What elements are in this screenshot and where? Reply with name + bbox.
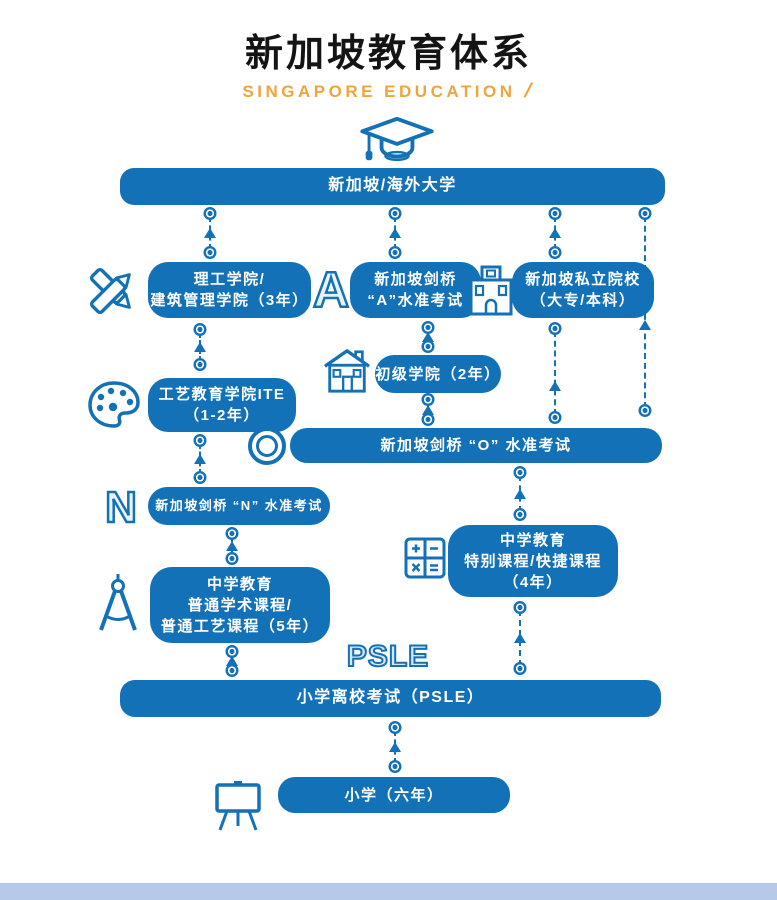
box-private-college: 新加坡私立院校 （大专/本科） (512, 262, 654, 318)
palette-icon (86, 380, 142, 435)
connector-o-level-to-private-college (548, 322, 562, 424)
box-a-level-line2: “A”水准考试 (367, 292, 464, 309)
psle-label-text: PSLE (347, 640, 429, 673)
box-private-college-line2: （大专/本科） (530, 292, 636, 309)
box-secondary-express-line1: 中学教育 (499, 531, 566, 549)
connector-a-level-to-university (388, 207, 402, 259)
connector-o-level-to-university (638, 207, 652, 417)
connector-o-level-to-junior-college (421, 393, 435, 426)
psle-label: PSLE (338, 638, 438, 679)
connector-n-level-to-ite (193, 434, 207, 484)
box-university-label: 新加坡/海外大学 (328, 177, 457, 195)
easel-icon (213, 779, 263, 838)
box-secondary-normal-line1: 中学教育 (206, 575, 273, 593)
box-a-level: 新加坡剑桥 “A”水准考试 (350, 262, 481, 318)
connector-ite-to-polytechnic (193, 323, 207, 371)
box-ite: 工艺教育学院ITE （1-2年） (148, 378, 296, 432)
connector-psle-to-secondary-express (513, 601, 527, 675)
box-junior-college-label: 初级学院（2年） (375, 365, 501, 383)
box-primary-school-label: 小学（六年） (344, 786, 444, 804)
letter-n-icon: N (97, 482, 145, 534)
box-secondary-normal: 中学教育 普通学术课程/ 普通工艺课程（5年） (150, 567, 330, 643)
subtitle-slash-decoration: / (522, 80, 539, 102)
page-title: 新加坡教育体系 (244, 30, 532, 75)
crossed-pencils-icon (84, 262, 142, 325)
drafting-compass-icon (92, 572, 144, 641)
house-icon (323, 347, 371, 400)
box-polytechnic-line2: 建筑管理学院（3年） (150, 292, 309, 309)
footer-bar-decoration (0, 883, 777, 900)
connector-secondary-express-to-o-level (513, 466, 527, 521)
graduation-cap-icon (358, 114, 436, 173)
box-university: 新加坡/海外大学 (120, 168, 665, 205)
box-secondary-normal-line2: 普通学术课程/ (187, 596, 293, 614)
box-private-college-line1: 新加坡私立院校 (525, 271, 641, 288)
connector-polytechnic-to-university (203, 207, 217, 259)
box-primary-school: 小学（六年） (278, 777, 510, 813)
box-n-level-label: 新加坡剑桥 “N” 水准考试 (155, 497, 323, 513)
box-psle-exam-label: 小学离校考试（PSLE） (296, 689, 485, 707)
subtitle-text: SINGAPORE EDUCATION (242, 82, 516, 101)
box-ite-line2: （1-2年） (184, 407, 260, 424)
box-secondary-express-line3: （4年） (503, 573, 563, 591)
box-secondary-normal-line3: 普通工艺课程（5年） (160, 617, 320, 635)
calculator-icon (404, 537, 446, 584)
connector-private-college-to-university (548, 207, 562, 259)
box-n-level: 新加坡剑桥 “N” 水准考试 (148, 487, 330, 525)
box-o-level-label: 新加坡剑桥 “O” 水准考试 (380, 437, 572, 454)
box-ite-line1: 工艺教育学院ITE (158, 386, 286, 403)
connector-psle-to-secondary-normal (225, 645, 239, 677)
page-subtitle: SINGAPORE EDUCATION / (0, 80, 777, 103)
letter-o-icon (246, 425, 288, 472)
letter-a-glyph: A (313, 262, 349, 316)
box-junior-college: 初级学院（2年） (375, 355, 501, 393)
box-polytechnic-line1: 理工学院/ (193, 271, 266, 288)
letter-a-icon: A (306, 261, 356, 321)
box-secondary-express-line2: 特别课程/快捷课程 (464, 552, 602, 570)
box-psle-exam: 小学离校考试（PSLE） (120, 680, 661, 717)
box-o-level: 新加坡剑桥 “O” 水准考试 (290, 428, 662, 463)
box-a-level-line1: 新加坡剑桥 (374, 271, 457, 288)
school-building-icon (468, 265, 514, 322)
box-polytechnic: 理工学院/ 建筑管理学院（3年） (148, 262, 311, 318)
letter-n-glyph: N (105, 483, 137, 529)
connector-primary-to-psle (388, 721, 402, 773)
connector-junior-college-to-a-level (421, 321, 435, 353)
connector-secondary-normal-to-n-level (225, 527, 239, 565)
box-secondary-express: 中学教育 特别课程/快捷课程 （4年） (448, 525, 618, 597)
